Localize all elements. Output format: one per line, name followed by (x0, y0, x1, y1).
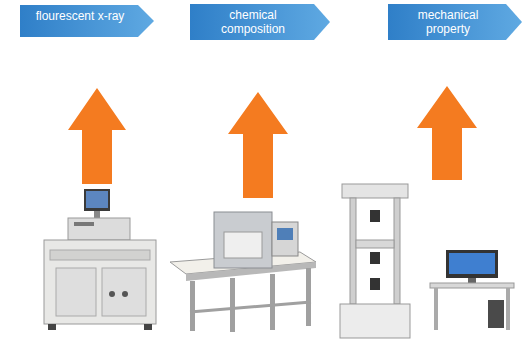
banner-label: chemical composition (190, 4, 330, 40)
banner-label: mechanical property (388, 4, 522, 40)
banner-label: flourescent x-ray (20, 5, 154, 27)
up-arrow (68, 86, 477, 198)
chevron-banner: flourescent x-ray (20, 5, 154, 37)
chevron-outline (388, 4, 522, 40)
conveyor-detector (170, 212, 316, 332)
chevron-banner: chemical composition (190, 4, 330, 40)
tensile-tester (340, 184, 410, 338)
chevron-outline (190, 4, 330, 40)
xrf-analyzer (44, 189, 156, 330)
chevron-outline (20, 5, 154, 37)
computer-desk (430, 250, 514, 330)
chevron-banner: mechanical property (388, 4, 522, 40)
